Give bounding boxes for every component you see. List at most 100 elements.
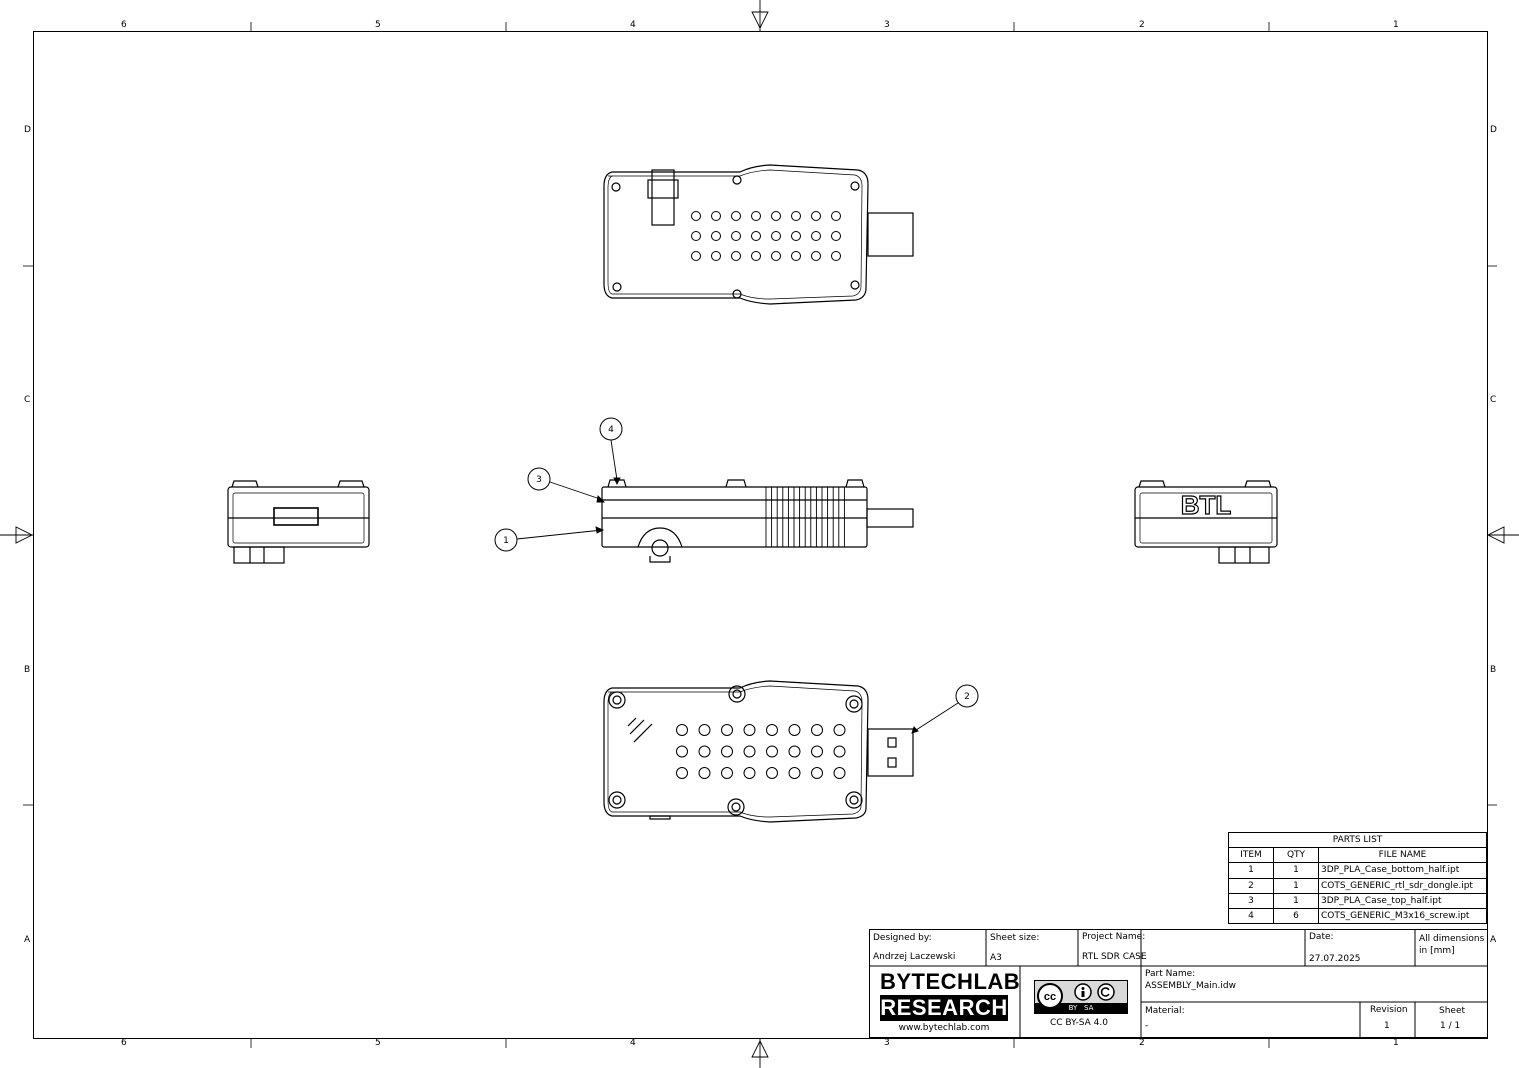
vent-hole [698,767,711,779]
sheet-label: Sheet [1439,1006,1466,1016]
license-badge: cc BY SA [1034,980,1128,1014]
company-logo-line2: RESEARCH [880,995,1008,1021]
sheet-size-label: Sheet size: [990,933,1040,943]
vent-hole [811,231,821,241]
vent-hole [833,767,846,779]
bottom-view [603,680,914,823]
vent-hole [731,211,741,221]
parts-item: 3 [1228,892,1274,909]
vent-hole [751,231,761,241]
parts-list-header-qty: QTY [1273,847,1319,864]
vent-hole [743,767,756,779]
vent-hole [811,767,823,779]
vent-hole [831,231,841,241]
vent-hole [791,211,801,221]
part-name-value: ASSEMBLY_Main.idw [1145,981,1236,991]
vent-hole [691,211,701,221]
vent-hole [833,724,846,736]
parts-qty: 1 [1273,877,1319,894]
parts-list-header-file: FILE NAME [1318,847,1487,864]
balloon-4-label: 4 [608,425,614,435]
balloon-4 [599,417,623,441]
zone-row-b-right: B [1490,665,1497,675]
vent-hole [731,251,741,261]
balloon-3-label: 3 [536,475,542,485]
svg-text:cc: cc [1044,991,1056,1003]
vent-hole [731,231,741,241]
vent-hole [811,724,823,736]
vent-hole [788,745,801,758]
parts-list: PARTS LIST ITEM QTY FILE NAME 1 1 3DP_PL… [1228,831,1487,925]
table-row: 1 1 3DP_PLA_Case_bottom_half.ipt [1228,862,1487,879]
date-label: Date: [1309,932,1334,942]
zone-col-3-bottom: 3 [884,1038,890,1048]
sa-icon [1097,983,1115,1001]
parts-file: COTS_GENERIC_M3x16_screw.ipt [1318,907,1487,925]
date-value: 27.07.2025 [1309,954,1361,964]
vent-hole [711,251,721,261]
vent-hole [766,745,778,758]
vent-hole [751,211,761,221]
parts-file: COTS_GENERIC_rtl_sdr_dongle.ipt [1318,877,1487,894]
zone-col-4-bottom: 4 [630,1038,636,1048]
company-logo-line1: BYTECHLAB [880,969,1021,994]
designed-by-value: Andrzej Laczewski [873,952,956,962]
revision-value: 1 [1384,1021,1390,1031]
balloon-1 [494,528,518,552]
company-website: www.bytechlab.com [898,1023,990,1033]
parts-file: 3DP_PLA_Case_top_half.ipt [1318,892,1487,909]
vent-hole [676,745,688,758]
vent-hole [743,724,756,736]
vent-hole [698,724,711,736]
table-row: 2 1 COTS_GENERIC_rtl_sdr_dongle.ipt [1228,877,1487,894]
balloon-2-label: 2 [964,692,970,702]
zone-col-1: 1 [1393,20,1399,30]
zone-col-2: 2 [1139,20,1145,30]
zone-row-c: C [24,395,31,405]
balloons [494,417,979,708]
part-name-label: Part Name: [1145,969,1196,979]
vent-hole [788,724,801,736]
parts-file: 3DP_PLA_Case_bottom_half.ipt [1318,862,1487,879]
vent-hole [811,211,821,221]
material-label: Material: [1145,1006,1185,1016]
vent-hole [833,745,846,758]
table-row: 3 1 3DP_PLA_Case_top_half.ipt [1228,892,1487,909]
vent-hole [711,231,721,241]
zone-col-4: 4 [630,20,636,30]
table-row: 4 6 COTS_GENERIC_M3x16_screw.ipt [1228,907,1487,925]
vent-hole [711,211,721,221]
balloon-2 [955,684,979,708]
zone-col-2-bottom: 2 [1139,1038,1145,1048]
vent-hole [811,745,823,758]
side-view [601,479,914,563]
zone-row-c-right: C [1490,395,1497,405]
btl-emboss: BTL [1181,490,1232,520]
right-end-view: BTL [1134,480,1278,564]
cc-icon [1037,983,1063,1009]
vent-hole [771,251,781,261]
vent-hole [691,251,701,261]
parts-list-title: PARTS LIST [1228,831,1487,849]
designed-by-label: Designed by: [873,933,932,943]
vent-hole [766,724,778,736]
zone-col-5-bottom: 5 [375,1038,381,1048]
vent-hole [743,745,756,758]
vent-hole [831,251,841,261]
zone-col-3: 3 [884,20,890,30]
vent-hole [811,251,821,261]
zone-col-6-bottom: 6 [121,1038,127,1048]
vent-hole [771,211,781,221]
zone-row-a-right: A [1490,935,1497,945]
parts-qty: 1 [1273,862,1319,879]
top-view [603,164,914,305]
vent-hole [751,251,761,261]
units-note-line1: All dimensions [1419,934,1485,944]
parts-item: 1 [1228,862,1274,879]
parts-item: 4 [1228,907,1274,925]
zone-col-1-bottom: 1 [1393,1038,1399,1048]
zone-row-a: A [24,935,31,945]
left-end-view [227,480,370,564]
vent-hole [721,724,733,736]
